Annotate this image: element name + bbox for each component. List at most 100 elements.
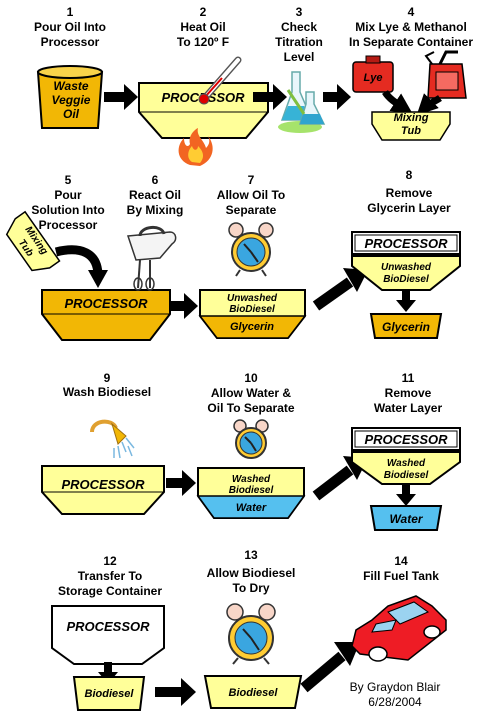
water-container: Water <box>369 505 443 531</box>
svg-text:Biodiesel: Biodiesel <box>229 687 279 699</box>
alarm-clock-icon <box>233 419 269 459</box>
shower-head-icon <box>90 419 135 459</box>
svg-text:To 120º F: To 120º F <box>177 35 229 49</box>
svg-text:5: 5 <box>65 173 72 187</box>
svg-text:3: 3 <box>296 5 303 19</box>
processor-separating: Unwashed BioDiesel Glycerin <box>198 289 307 339</box>
svg-text:Unwashed: Unwashed <box>227 293 278 304</box>
svg-text:9: 9 <box>104 371 111 385</box>
svg-text:Allow Water &: Allow Water & <box>211 386 292 400</box>
svg-text:Glycerin: Glycerin <box>382 320 430 334</box>
svg-text:Mix Lye & Methanol: Mix Lye & Methanol <box>355 20 467 34</box>
svg-text:Heat Oil: Heat Oil <box>180 20 225 34</box>
svg-text:Oil: Oil <box>63 107 80 121</box>
svg-text:Water: Water <box>389 512 423 526</box>
step-8-label: 8 Remove Glycerin Layer <box>367 168 451 215</box>
svg-text:6/28/2004: 6/28/2004 <box>368 695 422 709</box>
svg-text:Oil To Separate: Oil To Separate <box>207 401 294 415</box>
arrow <box>166 470 196 496</box>
step-7-label: 7 Allow Oil To Separate <box>217 173 285 217</box>
svg-text:Washed: Washed <box>387 458 426 469</box>
mixing-tub: Mixing Tub <box>371 111 451 141</box>
glycerin-container: Glycerin <box>369 313 443 339</box>
svg-text:To Dry: To Dry <box>232 581 269 595</box>
flame-icon <box>178 128 213 166</box>
step-6-label: 6 React Oil By Mixing <box>127 173 184 217</box>
svg-text:4: 4 <box>408 5 415 19</box>
arrow <box>104 84 138 110</box>
processor-removing-glycerin: PROCESSOR Unwashed BioDiesel <box>351 231 461 291</box>
svg-text:Fill Fuel Tank: Fill Fuel Tank <box>363 569 439 583</box>
arrow <box>170 293 198 319</box>
svg-text:By Mixing: By Mixing <box>127 203 184 217</box>
processor-water-separating: Washed Biodiesel Water <box>196 467 306 519</box>
svg-text:13: 13 <box>244 548 258 562</box>
step-3-label: 3 Check Titration Level <box>275 5 323 64</box>
thermometer-icon <box>198 56 242 105</box>
step-2-label: 2 Heat Oil To 120º F <box>177 5 229 49</box>
arrow <box>253 84 287 110</box>
processor-reacting: PROCESSOR <box>41 289 171 341</box>
svg-text:Glycerin: Glycerin <box>230 321 274 333</box>
svg-text:Lye: Lye <box>364 72 383 84</box>
svg-text:Biodiesel: Biodiesel <box>85 688 135 700</box>
svg-text:8: 8 <box>406 168 413 182</box>
step-14-label: 14 Fill Fuel Tank <box>363 554 439 583</box>
step-10-label: 10 Allow Water & Oil To Separate <box>207 371 294 415</box>
svg-text:By Graydon Blair: By Graydon Blair <box>350 680 441 694</box>
svg-text:Level: Level <box>284 50 315 64</box>
svg-text:PROCESSOR: PROCESSOR <box>61 477 145 492</box>
svg-text:14: 14 <box>394 554 408 568</box>
svg-text:Pour Oil Into: Pour Oil Into <box>34 20 106 34</box>
svg-text:Waste: Waste <box>53 79 88 93</box>
svg-text:Processor: Processor <box>41 35 100 49</box>
svg-text:Pour: Pour <box>54 188 82 202</box>
step-9-label: 9 Wash Biodiesel <box>63 371 151 399</box>
step-5-label: 5 Pour Solution Into Processor <box>31 173 104 232</box>
svg-text:Remove: Remove <box>386 186 433 200</box>
svg-text:Solution Into: Solution Into <box>31 203 104 217</box>
titration-flasks-icon <box>278 71 326 133</box>
svg-text:Separate: Separate <box>226 203 277 217</box>
svg-text:7: 7 <box>248 173 255 187</box>
step-12-label: 12 Transfer To Storage Container <box>58 554 162 598</box>
arrow <box>54 245 108 288</box>
dry-biodiesel-container: Biodiesel <box>203 675 303 709</box>
processor-removing-water: PROCESSOR Washed Biodiesel <box>351 427 461 485</box>
svg-text:React Oil: React Oil <box>129 188 181 202</box>
author-credit: By Graydon Blair 6/28/2004 <box>350 680 441 709</box>
svg-text:Veggie: Veggie <box>52 93 91 107</box>
svg-text:Allow Oil To: Allow Oil To <box>217 188 285 202</box>
svg-text:Processor: Processor <box>39 218 98 232</box>
arrow <box>396 290 416 312</box>
svg-text:Allow Biodiesel: Allow Biodiesel <box>207 566 296 580</box>
waste-oil-container: Waste Veggie Oil <box>36 65 104 129</box>
svg-text:Remove: Remove <box>385 386 432 400</box>
svg-text:PROCESSOR: PROCESSOR <box>364 432 448 447</box>
arrow <box>382 89 442 116</box>
arrow <box>396 484 416 506</box>
svg-text:Mixing: Mixing <box>394 112 429 124</box>
methanol-can-icon <box>424 50 467 99</box>
svg-text:In Separate Container: In Separate Container <box>349 35 473 49</box>
svg-text:Glycerin Layer: Glycerin Layer <box>367 201 451 215</box>
car-icon <box>351 595 447 662</box>
processor-heating: PROCESSOR <box>138 82 269 139</box>
svg-text:Tub: Tub <box>401 125 421 137</box>
svg-text:BioDiesel: BioDiesel <box>229 304 275 315</box>
lye-bottle-icon: Lye <box>352 55 394 93</box>
step-4-label: 4 Mix Lye & Methanol In Separate Contain… <box>349 5 473 49</box>
step-13-label: 13 Allow Biodiesel To Dry <box>207 548 296 595</box>
svg-text:Water: Water <box>236 502 267 514</box>
processor-empty: PROCESSOR <box>51 605 165 665</box>
step-1-label: 1 Pour Oil Into Processor <box>34 5 106 49</box>
svg-text:11: 11 <box>402 371 415 385</box>
svg-text:PROCESSOR: PROCESSOR <box>66 619 150 634</box>
step-11-label: 11 Remove Water Layer <box>374 371 443 415</box>
svg-text:Check: Check <box>281 20 317 34</box>
svg-text:2: 2 <box>200 5 207 19</box>
svg-text:6: 6 <box>152 173 159 187</box>
arrow <box>323 84 351 110</box>
svg-text:Unwashed: Unwashed <box>381 262 432 273</box>
